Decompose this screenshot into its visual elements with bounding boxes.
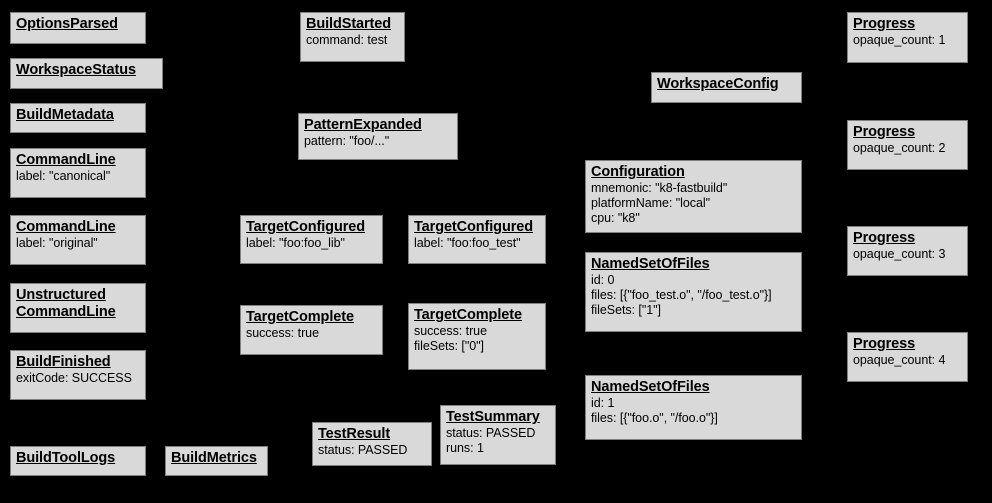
node-title: TargetComplete xyxy=(414,307,522,323)
node-title: TargetConfigured xyxy=(414,219,533,235)
node-fields: success: true fileSets: ["0"] xyxy=(414,324,487,353)
node-workspace-config[interactable]: WorkspaceConfig xyxy=(651,72,802,103)
node-title: BuildFinished xyxy=(16,354,111,370)
node-build-metrics[interactable]: BuildMetrics xyxy=(165,446,268,476)
node-title: Progress xyxy=(853,336,916,352)
node-fields: status: PASSED runs: 1 xyxy=(446,426,536,455)
node-title: CommandLine xyxy=(16,152,116,168)
node-title: TargetConfigured xyxy=(246,219,365,235)
node-fields: mnemonic: "k8-fastbuild" platformName: "… xyxy=(591,181,728,225)
node-title: OptionsParsed xyxy=(16,16,118,32)
node-fields: command: test xyxy=(306,33,388,47)
node-title: Unstructured CommandLine xyxy=(16,287,116,320)
node-title: WorkspaceConfig xyxy=(657,76,779,92)
node-title: BuildMetrics xyxy=(171,450,257,466)
node-options-parsed[interactable]: OptionsParsed xyxy=(10,12,146,44)
node-fields: opaque_count: 4 xyxy=(853,353,946,367)
node-title: BuildToolLogs xyxy=(16,450,116,466)
node-title: Configuration xyxy=(591,164,685,180)
node-workspace-status[interactable]: WorkspaceStatus xyxy=(10,58,163,89)
node-title: NamedSetOfFiles xyxy=(591,379,710,395)
node-title: WorkspaceStatus xyxy=(16,62,136,78)
node-fields: opaque_count: 1 xyxy=(853,33,946,47)
node-fields: id: 0 files: [{"foo_test.o", "/foo_test.… xyxy=(591,273,772,317)
node-title: PatternExpanded xyxy=(304,117,422,133)
node-fields: label: "foo:foo_test" xyxy=(414,236,521,250)
node-fields: opaque_count: 2 xyxy=(853,141,946,155)
node-fields: opaque_count: 3 xyxy=(853,247,946,261)
node-build-metadata[interactable]: BuildMetadata xyxy=(10,103,146,133)
node-title: BuildMetadata xyxy=(16,107,114,123)
node-title: TestSummary xyxy=(446,409,540,425)
node-fields: status: PASSED xyxy=(318,443,408,457)
node-title: NamedSetOfFiles xyxy=(591,256,710,272)
node-title: Progress xyxy=(853,124,916,140)
node-title: Progress xyxy=(853,230,916,246)
node-fields: success: true xyxy=(246,326,319,340)
node-title: TargetComplete xyxy=(246,309,354,325)
node-fields: id: 1 files: [{"foo.o", "/foo.o"}] xyxy=(591,396,718,425)
node-title: BuildStarted xyxy=(306,16,392,32)
node-title: CommandLine xyxy=(16,219,116,235)
node-fields: label: "original" xyxy=(16,236,98,250)
node-unstructured-command-line[interactable]: Unstructured CommandLine xyxy=(10,283,146,333)
node-title: Progress xyxy=(853,16,916,32)
node-build-tool-logs[interactable]: BuildToolLogs xyxy=(10,446,146,476)
node-fields: label: "canonical" xyxy=(16,169,111,183)
node-fields: pattern: "foo/..." xyxy=(304,134,390,148)
node-title: TestResult xyxy=(318,426,391,442)
node-fields: exitCode: SUCCESS xyxy=(16,371,132,385)
node-fields: label: "foo:foo_lib" xyxy=(246,236,345,250)
